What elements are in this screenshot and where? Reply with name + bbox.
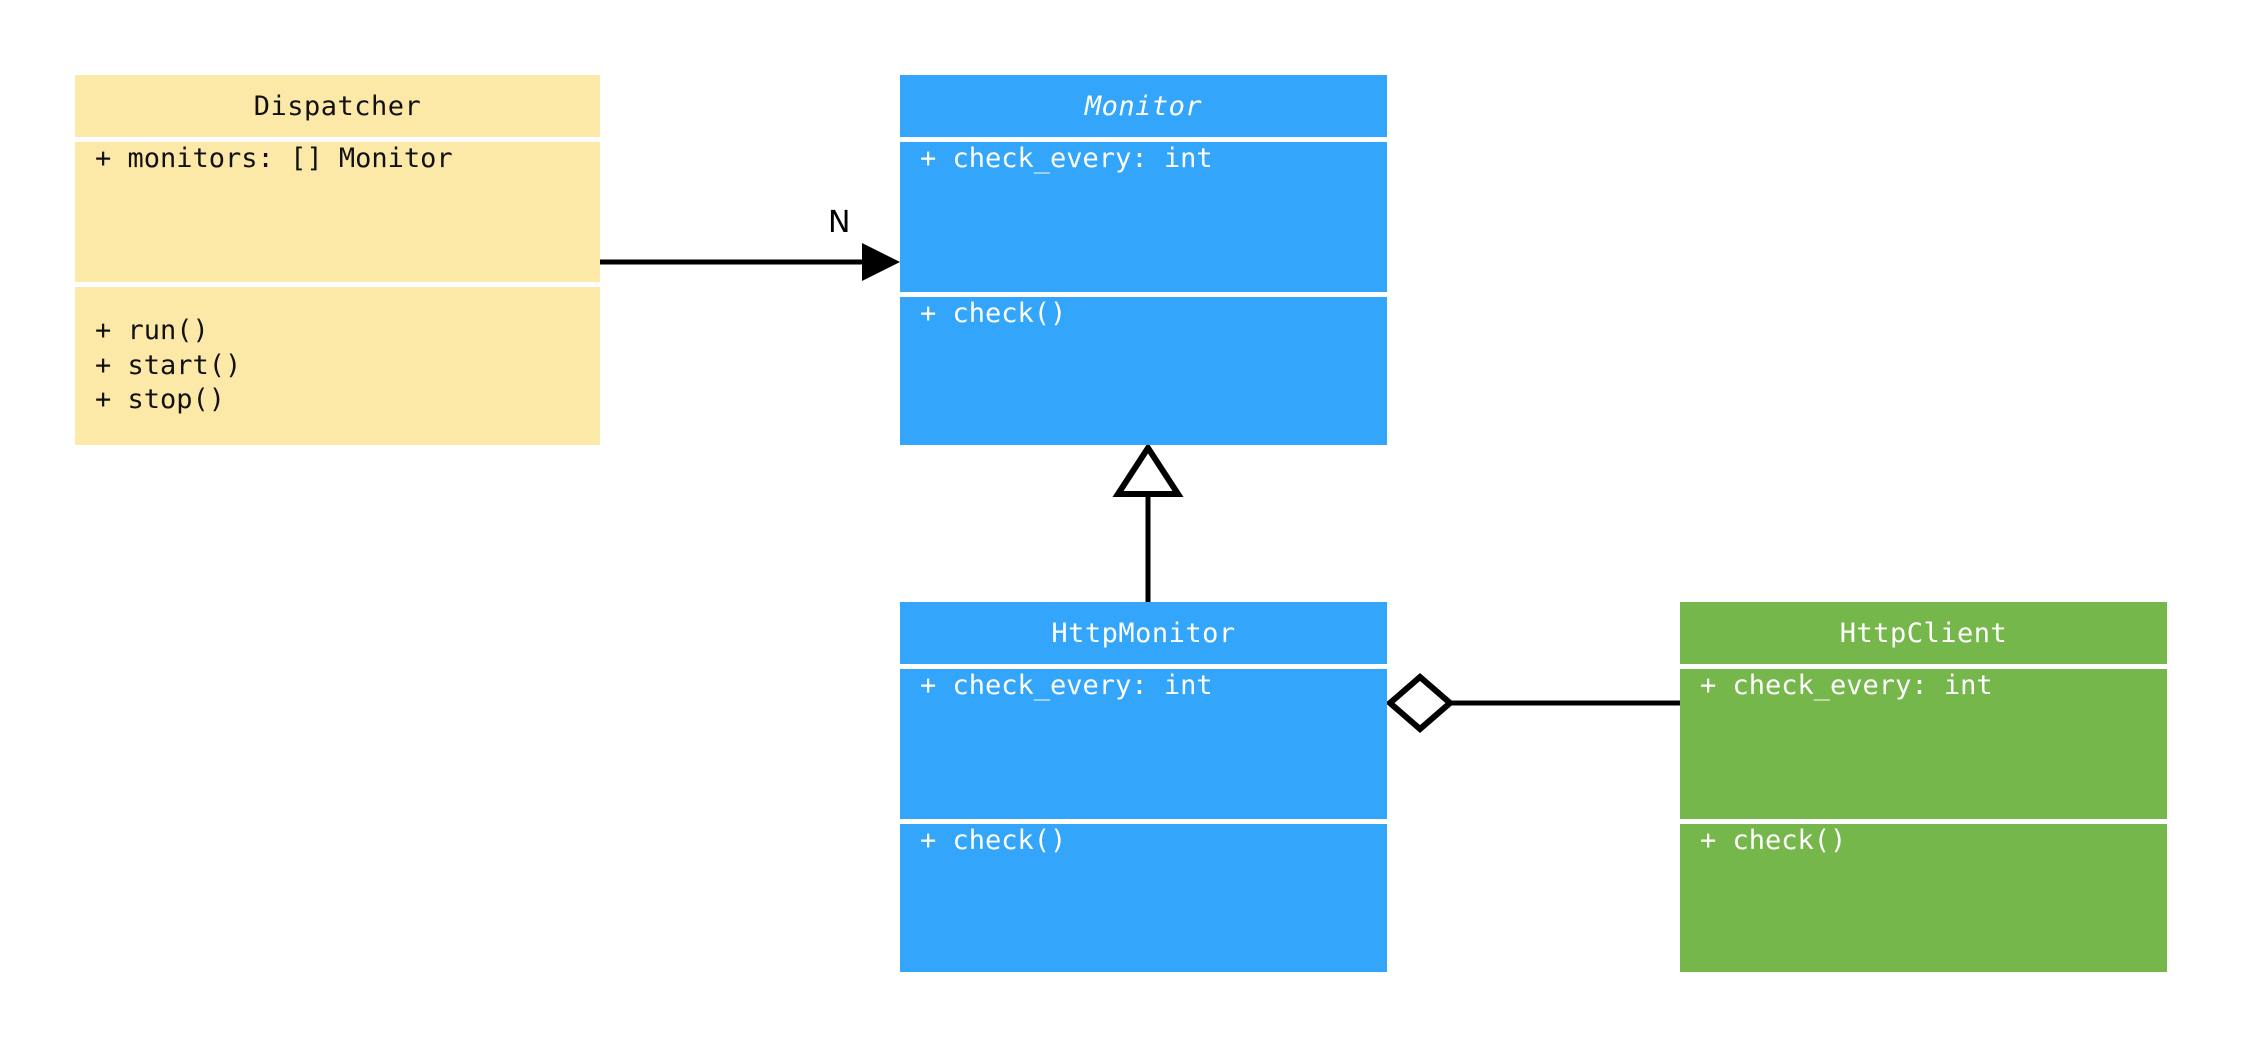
attributes-compartment-http-monitor: + check_every: int — [900, 669, 1387, 819]
attributes-compartment-monitor: + check_every: int — [900, 142, 1387, 292]
class-name-http-client: HttpClient — [1839, 617, 2008, 649]
method-row: + check() — [920, 825, 1067, 856]
hollow-triangle-icon — [1112, 442, 1184, 497]
methods-compartment-http-client: + check() — [1680, 824, 2167, 972]
class-box-http-monitor[interactable]: HttpMonitor + check_every: int + check() — [900, 602, 1387, 972]
hollow-diamond-icon — [1385, 673, 1455, 733]
methods-compartment-dispatcher: + run() + start() + stop() — [75, 287, 600, 445]
solid-arrow-icon — [862, 243, 900, 281]
method-row: + stop() — [95, 384, 226, 416]
methods-compartment-http-monitor: + check() — [900, 824, 1387, 972]
attributes-compartment-http-client: + check_every: int — [1680, 669, 2167, 819]
method-row: + start() — [95, 349, 242, 381]
method-row: + check() — [1700, 825, 1847, 856]
method-row: + run() — [95, 315, 209, 347]
class-box-monitor[interactable]: Monitor + check_every: int + check() — [900, 75, 1387, 445]
class-header-monitor: Monitor — [900, 75, 1387, 137]
attribute-row: + check_every: int — [1700, 670, 1993, 701]
attributes-compartment-dispatcher: + monitors: [] Monitor — [75, 142, 600, 282]
methods-compartment-monitor: + check() — [900, 297, 1387, 445]
method-row: + check() — [920, 298, 1067, 329]
attribute-row: + monitors: [] Monitor — [95, 143, 453, 174]
class-name-http-monitor: HttpMonitor — [1051, 617, 1236, 649]
class-box-dispatcher[interactable]: Dispatcher + monitors: [] Monitor + run(… — [75, 75, 600, 445]
association-multiplicity-label: N — [828, 205, 851, 240]
class-name-monitor: Monitor — [1084, 90, 1203, 122]
class-header-dispatcher: Dispatcher — [75, 75, 600, 137]
attribute-row: + check_every: int — [920, 143, 1213, 174]
generalization-httpmonitor-monitor — [1112, 442, 1184, 608]
aggregation-httpmonitor-httpclient — [1385, 673, 1680, 733]
class-name-dispatcher: Dispatcher — [253, 90, 422, 122]
class-box-http-client[interactable]: HttpClient + check_every: int + check() — [1680, 602, 2167, 972]
class-header-http-client: HttpClient — [1680, 602, 2167, 664]
attribute-row: + check_every: int — [920, 670, 1213, 701]
class-header-http-monitor: HttpMonitor — [900, 602, 1387, 664]
association-dispatcher-monitor — [600, 243, 900, 281]
